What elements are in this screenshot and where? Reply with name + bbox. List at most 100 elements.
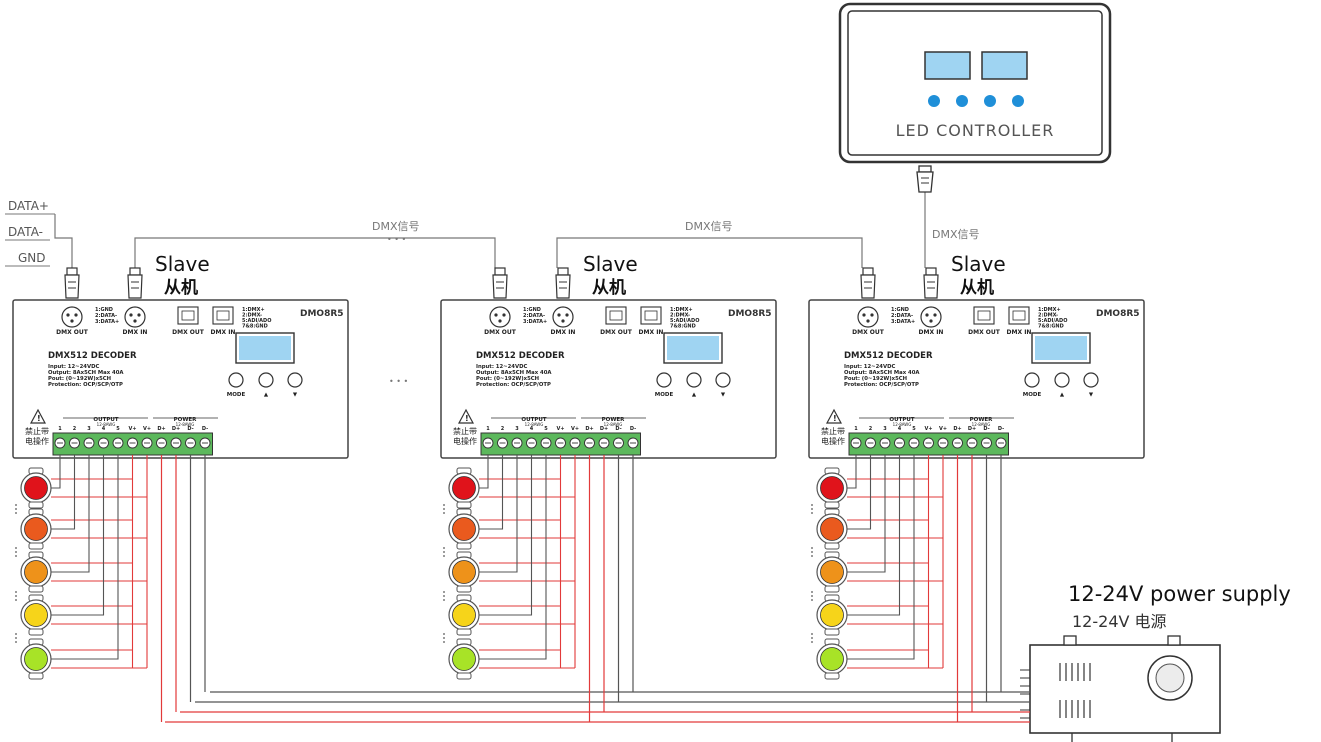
rj45-port [177,306,199,325]
slave-label-zh: 从机 [164,277,198,298]
power-header: POWER [970,417,994,423]
pin-legend: 2:DATA- [891,313,913,319]
dmx-signal-label-1: DMX信号 [372,220,420,233]
controller-button [1012,95,1024,107]
down-button [287,372,303,388]
slave-label: Slave [951,252,1006,276]
led-module [816,551,848,593]
pin-legend: 5:ADI/ADO [1038,318,1067,324]
xlr-plug [555,267,571,299]
decoder-title: DMX512 DECODER [476,351,565,361]
spec-line: Input: 12~24VDC [48,364,99,370]
pin-legend: 2:DMX- [670,313,690,319]
terminal-label: 4 [102,426,106,432]
port-label: DMX OUT [484,329,517,336]
xlr-port [920,306,942,328]
led-module [816,467,848,509]
terminal-label: D- [202,426,208,432]
brand-logo: DMO8R5 [728,309,772,319]
data-plus-label: DATA+ [8,199,49,213]
slave-label-zh: 从机 [960,277,994,298]
controller-connector [916,165,934,193]
spec-line: Input: 12~24VDC [476,364,527,370]
brand-logo: DMO8R5 [1096,309,1140,319]
down-button [715,372,731,388]
xlr-port [489,306,511,328]
pin-legend: 1:GND [523,307,541,313]
pin-legend: 7&8:GND [1038,324,1064,330]
terminal-label: 4 [898,426,902,432]
dmx-signal-label-3: DMX信号 [932,228,980,241]
warning-mark: ! [465,414,469,423]
terminal-label: V+ [924,426,932,432]
terminal-label: V+ [939,426,947,432]
warning-text: 电操作 [25,436,49,446]
gnd-label: GND [18,251,46,265]
led-module [816,594,848,636]
mode-button-label: MODE [1023,392,1042,398]
power-awg: 12-8AWG [604,422,623,427]
port-label: DMX IN [639,329,664,336]
terminal-label: D+ [157,426,165,432]
controller-button [956,95,968,107]
port-label: DMX OUT [172,329,205,336]
warning-text: 禁止带 [821,426,845,436]
power-awg: 12-8AWG [972,422,991,427]
output-awg: 12-8AWG [525,422,544,427]
spec-line: Protection: OCP/SCP/OTP [48,382,123,388]
led-module [20,551,52,593]
terminal-label: 4 [530,426,534,432]
mode-button [1024,372,1040,388]
terminal-label: D- [998,426,1004,432]
pin-legend: 7&8:GND [670,324,696,330]
pin-legend: 1:GND [95,307,113,313]
led-module [20,638,52,680]
output-header: OUTPUT [521,417,546,423]
pin-legend: 2:DMX- [242,313,262,319]
decoder-title: DMX512 DECODER [844,351,933,361]
power-supply-label-en: 12-24V power supply [1068,582,1291,606]
rj45-port [605,306,627,325]
xlr-port [857,306,879,328]
led-module [20,467,52,509]
port-label: DMX IN [1007,329,1032,336]
port-label: DMX OUT [600,329,633,336]
brand-logo: DMO8R5 [300,309,344,319]
down-button-label: ▼ [721,392,726,398]
pin-legend: 7&8:GND [242,324,268,330]
data-minus-label: DATA- [8,225,43,239]
lcd-screen [1035,336,1087,360]
spec-line: Output: 8Ax5CH Max 40A [476,370,552,376]
pin-legend: 3:DATA+ [523,319,547,325]
pin-legend: 3:DATA+ [891,319,915,325]
rj45-port [640,306,662,325]
warning-text: 禁止带 [25,426,49,436]
controller-display-left [924,51,971,80]
terminal-label: V+ [143,426,151,432]
dmx-signal-label-2: DMX信号 [685,220,733,233]
terminal-label: 2 [501,426,505,432]
spec-line: Pout: (0~192W)x5CH [48,376,111,382]
terminal-label: D- [630,426,636,432]
mode-button [656,372,672,388]
mode-button-label: MODE [227,392,246,398]
port-label: DMX IN [211,329,236,336]
down-button [1083,372,1099,388]
warning-mark: ! [37,414,41,423]
warning-text: 电操作 [453,436,477,446]
xlr-plug [127,267,143,299]
terminal-label: 1 [58,426,62,432]
led-module [448,638,480,680]
led-module [816,638,848,680]
power-awg: 12-8AWG [176,422,195,427]
rj45-port [212,306,234,325]
controller-button [984,95,996,107]
pin-legend: 2:DATA- [523,313,545,319]
pin-legend: 1:DMX+ [242,307,265,313]
terminal-label: D+ [585,426,593,432]
terminal-label: 2 [73,426,77,432]
spec-line: Output: 8Ax5CH Max 40A [48,370,124,376]
